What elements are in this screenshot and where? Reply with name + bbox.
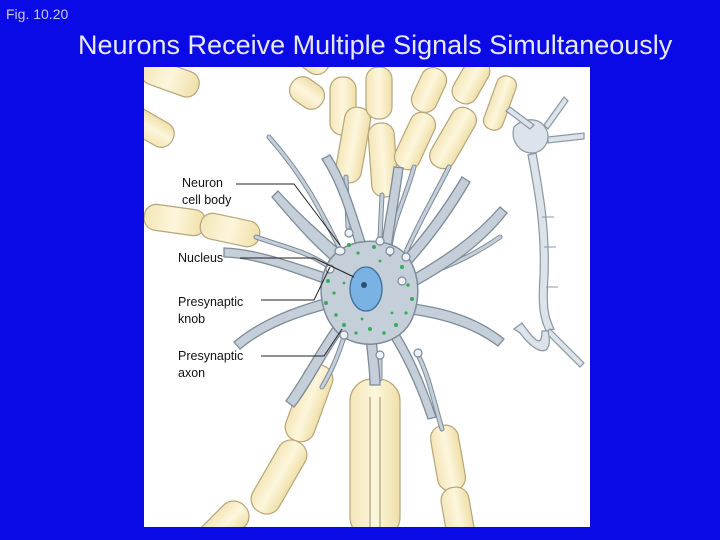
figure-number: Fig. 10.20 <box>6 6 68 22</box>
label-neuron-cell-body: Neuron cell body <box>182 175 231 209</box>
slide-title: Neurons Receive Multiple Signals Simulta… <box>78 30 672 61</box>
label-nucleus: Nucleus <box>178 250 223 267</box>
adjacent-neuron <box>506 97 584 367</box>
label-presynaptic-knob: Presynaptic knob <box>178 294 243 328</box>
nucleus <box>350 267 382 311</box>
neuron-diagram: Neuron cell body Nucleus Presynaptic kno… <box>144 67 590 527</box>
label-presynaptic-axon: Presynaptic axon <box>178 348 243 382</box>
